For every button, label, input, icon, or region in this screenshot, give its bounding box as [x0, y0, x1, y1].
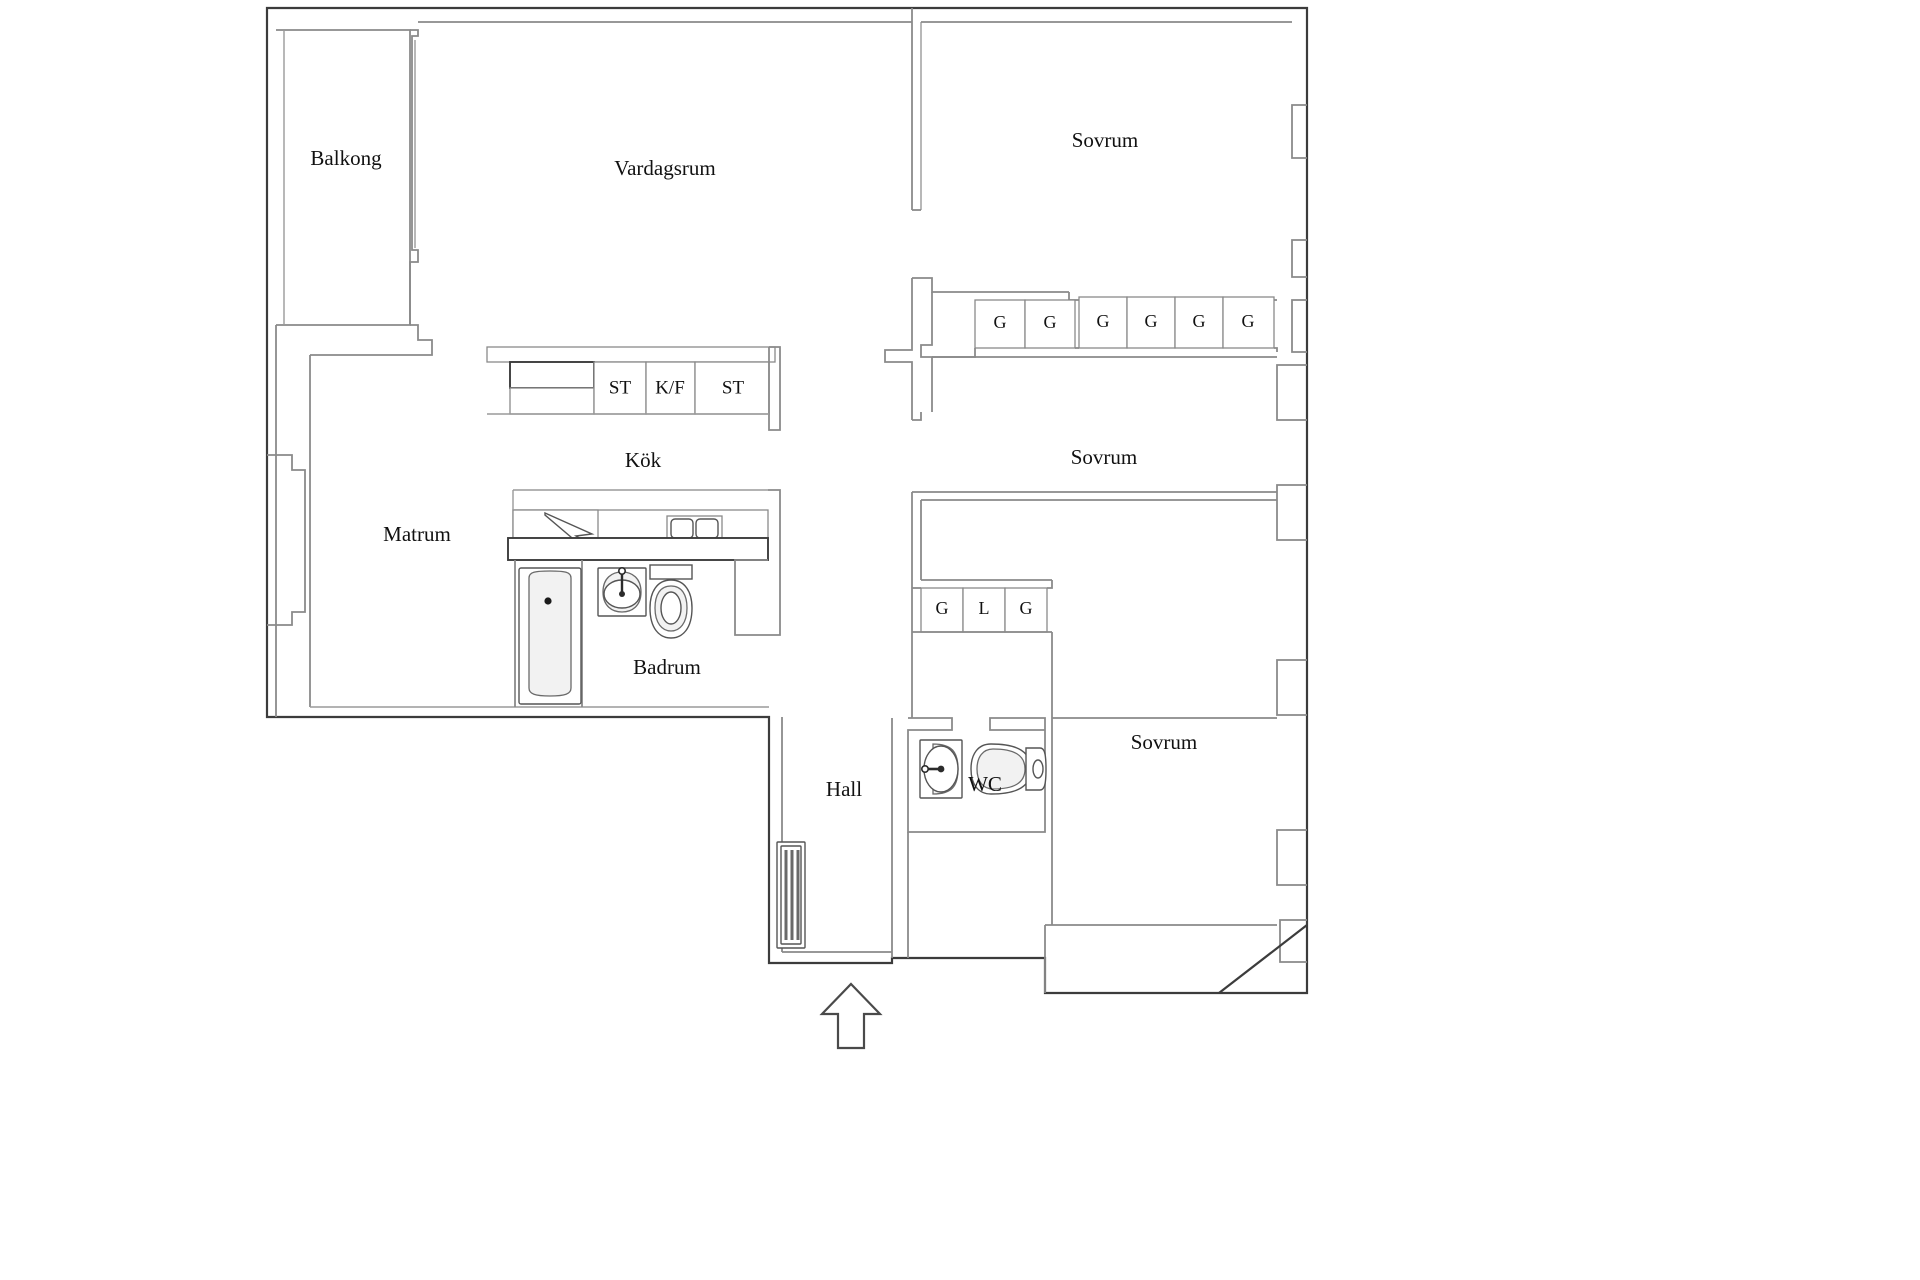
closet-g8-label: G [1020, 598, 1033, 618]
kitchen-cabinet-run: ST K/F ST [486, 346, 781, 431]
closet-l1 [962, 587, 1006, 633]
bathroom-walls [514, 560, 583, 707]
cabinet-st-left [593, 361, 647, 415]
closet-g3-label: G [1097, 311, 1110, 331]
cabinet-st-right-label: ST [722, 377, 745, 398]
corridor-walls-upper [884, 278, 1278, 420]
wc-walls [891, 717, 1046, 958]
room-label-sovrum-2: Sovrum [1071, 445, 1138, 469]
kitchen-counter-band [507, 537, 769, 561]
closet-g6 [1222, 296, 1275, 349]
bathroom-washbasin-fixture [597, 566, 647, 617]
entrance-arrow [819, 982, 883, 1050]
room-label-kok: Kök [625, 448, 662, 472]
room-label-sovrum-1: Sovrum [1072, 128, 1139, 152]
radiator-fixture [776, 841, 806, 949]
closet-run-lower: G L G [920, 587, 1048, 633]
bathtub-fixture [518, 567, 582, 705]
corridor-walls-lower [911, 579, 1053, 718]
cabinet-kf [645, 361, 696, 415]
closet-g7-label: G [936, 598, 949, 618]
closet-g5-label: G [1193, 311, 1206, 331]
room-label-badrum: Badrum [633, 655, 701, 679]
cabinet-st-left-label: ST [609, 377, 632, 398]
room-label-hall: Hall [826, 777, 862, 801]
kitchen-counter-top [509, 361, 595, 389]
wc-sink-fixture [919, 739, 963, 799]
bedroom-2-walls [911, 412, 1277, 588]
bedroom-3-walls [1044, 717, 1308, 994]
closet-g1-label: G [994, 312, 1007, 332]
room-label-balkong: Balkong [310, 146, 382, 170]
kitchen-counter-bottom [509, 387, 595, 415]
kitchen-lower-run [507, 489, 781, 636]
closet-g1 [974, 299, 1026, 349]
room-label-wc: WC [968, 772, 1002, 796]
closet-g2-label: G [1044, 312, 1057, 332]
closet-g2 [1024, 299, 1076, 349]
outer-walls [265, 6, 1309, 995]
closet-g8 [1004, 587, 1048, 633]
room-label-vardagsrum: Vardagsrum [614, 156, 715, 180]
closet-g6-label: G [1242, 311, 1255, 331]
closet-run-upper-right: G G G G [1078, 296, 1275, 349]
balcony-area [276, 29, 433, 356]
facade-notches [1276, 104, 1307, 963]
bathroom-toilet-fixture [649, 564, 693, 639]
closet-g7 [920, 587, 964, 633]
room-labels: Balkong Vardagsrum Sovrum Kök Matrum Sov… [310, 128, 1197, 801]
living-room-walls [275, 8, 922, 717]
cabinet-kf-label: K/F [655, 377, 685, 398]
closet-l1-label: L [979, 598, 990, 618]
west-facade-notches [267, 454, 306, 626]
wc-toilet-fixture [970, 743, 1047, 795]
room-label-sovrum-3: Sovrum [1131, 730, 1198, 754]
closet-g4-label: G [1145, 311, 1158, 331]
closet-run-upper: G G [974, 299, 1076, 349]
kitchen-worktop-left [512, 509, 599, 539]
room-label-matrum: Matrum [383, 522, 451, 546]
bedroom-1-walls [912, 21, 1292, 301]
